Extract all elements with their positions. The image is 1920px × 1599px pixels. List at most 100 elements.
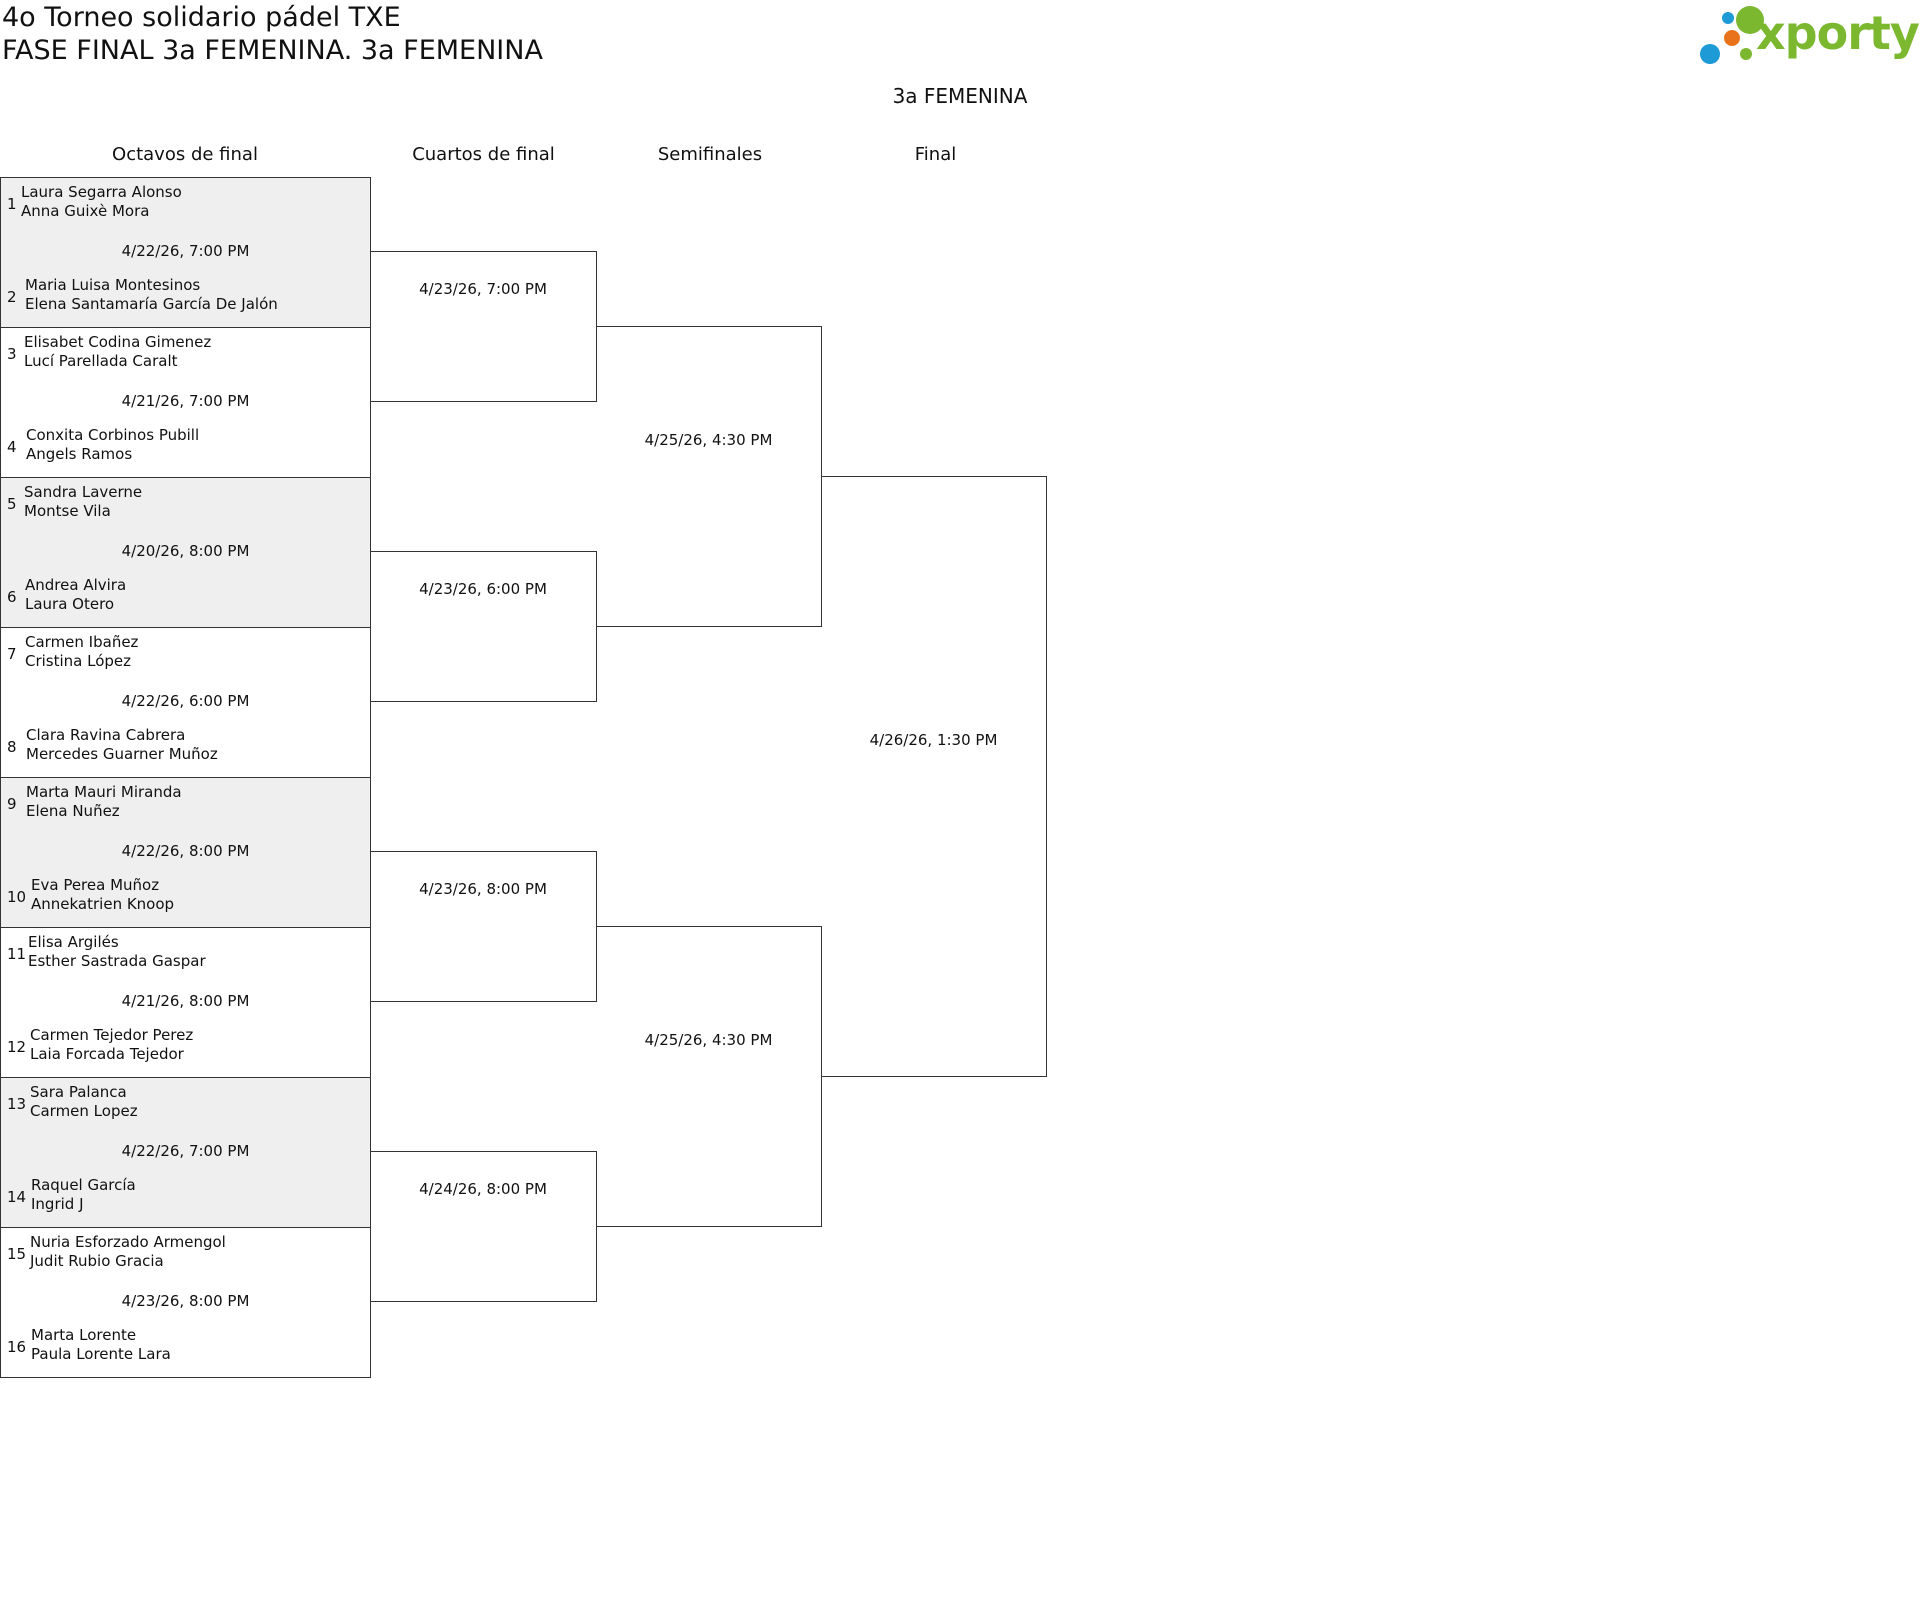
round-header-cuartos: Cuartos de final bbox=[412, 144, 555, 165]
team-11[interactable]: 11 Elisa Argilés Esther Sastrada Gaspar bbox=[1, 933, 370, 979]
final-match[interactable]: 4/26/26, 1:30 PM bbox=[821, 476, 1047, 1077]
player-name: Sara Palanca bbox=[30, 1083, 127, 1101]
qf-match-1[interactable]: 4/23/26, 7:00 PM bbox=[370, 251, 597, 402]
player-name: Laura Segarra Alonso bbox=[21, 183, 182, 201]
team-9[interactable]: 9 Marta Mauri Miranda Elena Nuñez bbox=[1, 783, 370, 829]
player-name: Andrea Alvira bbox=[25, 576, 127, 594]
team-14[interactable]: 14 Raquel García Ingrid J bbox=[1, 1176, 370, 1222]
logo-dot-blue-top-icon bbox=[1722, 12, 1734, 24]
team-13[interactable]: 13 Sara Palanca Carmen Lopez bbox=[1, 1083, 370, 1129]
page-title: 4o Torneo solidario pádel TXE bbox=[2, 2, 401, 33]
team-players: Eva Perea Muñoz Annekatrien Knoop bbox=[31, 876, 174, 914]
logo-dot-green-small-icon bbox=[1740, 48, 1752, 60]
team-16[interactable]: 16 Marta Lorente Paula Lorente Lara bbox=[1, 1326, 370, 1372]
team-seed: 9 bbox=[7, 795, 17, 813]
bracket-title: 3a FEMENINA bbox=[892, 84, 1028, 108]
team-seed: 10 bbox=[7, 888, 27, 906]
r16-match-4[interactable]: 7 Carmen Ibañez Cristina López 4/22/26, … bbox=[0, 627, 371, 778]
player-name: Carmen Ibañez bbox=[25, 633, 139, 651]
r16-match-2[interactable]: 3 Elisabet Codina Gimenez Lucí Parellada… bbox=[0, 327, 371, 478]
r16-match-6[interactable]: 11 Elisa Argilés Esther Sastrada Gaspar … bbox=[0, 927, 371, 1078]
player-name: Clara Ravina Cabrera bbox=[26, 726, 186, 744]
r16-match-3[interactable]: 5 Sandra Laverne Montse Vila 4/20/26, 8:… bbox=[0, 477, 371, 628]
player-name: Eva Perea Muñoz bbox=[31, 876, 160, 894]
xporty-logo[interactable]: xporty bbox=[1696, 4, 1920, 68]
team-15[interactable]: 15 Nuria Esforzado Armengol Judit Rubio … bbox=[1, 1233, 370, 1279]
team-seed: 3 bbox=[7, 345, 17, 363]
round-header-semifinales: Semifinales bbox=[657, 144, 763, 165]
r16-match-7[interactable]: 13 Sara Palanca Carmen Lopez 4/22/26, 7:… bbox=[0, 1077, 371, 1228]
sf-match-2[interactable]: 4/25/26, 4:30 PM bbox=[596, 926, 822, 1227]
r16-match-5[interactable]: 9 Marta Mauri Miranda Elena Nuñez 4/22/2… bbox=[0, 777, 371, 928]
team-seed: 5 bbox=[7, 495, 17, 513]
match-time: 4/24/26, 8:00 PM bbox=[419, 1180, 547, 1198]
player-name: Laia Forcada Tejedor bbox=[30, 1045, 184, 1063]
team-players: Marta Lorente Paula Lorente Lara bbox=[31, 1326, 171, 1364]
match-time: 4/25/26, 4:30 PM bbox=[644, 431, 773, 449]
player-name: Elisa Argilés bbox=[28, 933, 119, 951]
player-name: Lucí Parellada Caralt bbox=[24, 352, 178, 370]
team-1[interactable]: 1 Laura Segarra Alonso Anna Guixè Mora bbox=[1, 183, 370, 229]
team-10[interactable]: 10 Eva Perea Muñoz Annekatrien Knoop bbox=[1, 876, 370, 922]
team-players: Clara Ravina Cabrera Mercedes Guarner Mu… bbox=[26, 726, 218, 764]
player-name: Angels Ramos bbox=[26, 445, 133, 463]
player-name: Elena Nuñez bbox=[26, 802, 120, 820]
qf-match-4[interactable]: 4/24/26, 8:00 PM bbox=[370, 1151, 597, 1302]
team-seed: 11 bbox=[7, 945, 27, 963]
team-4[interactable]: 4 Conxita Corbinos Pubill Angels Ramos bbox=[1, 426, 370, 472]
match-time: 4/22/26, 6:00 PM bbox=[121, 692, 250, 710]
team-seed: 2 bbox=[7, 288, 17, 306]
team-players: Elisabet Codina Gimenez Lucí Parellada C… bbox=[24, 333, 211, 371]
round-header-octavos: Octavos de final bbox=[112, 144, 258, 165]
page-subtitle: FASE FINAL 3a FEMENINA. 3a FEMENINA bbox=[2, 35, 543, 66]
team-12[interactable]: 12 Carmen Tejedor Perez Laia Forcada Tej… bbox=[1, 1026, 370, 1072]
player-name: Sandra Laverne bbox=[24, 483, 143, 501]
team-players: Sara Palanca Carmen Lopez bbox=[30, 1083, 138, 1121]
team-players: Sandra Laverne Montse Vila bbox=[24, 483, 142, 521]
match-time: 4/23/26, 7:00 PM bbox=[419, 280, 547, 298]
team-seed: 13 bbox=[7, 1095, 27, 1113]
match-time: 4/23/26, 8:00 PM bbox=[419, 880, 547, 898]
team-players: Carmen Tejedor Perez Laia Forcada Tejedo… bbox=[30, 1026, 193, 1064]
match-time: 4/23/26, 8:00 PM bbox=[121, 1292, 250, 1310]
team-7[interactable]: 7 Carmen Ibañez Cristina López bbox=[1, 633, 370, 679]
sf-match-1[interactable]: 4/25/26, 4:30 PM bbox=[596, 326, 822, 627]
team-players: Maria Luisa Montesinos Elena Santamaría … bbox=[25, 276, 278, 314]
player-name: Laura Otero bbox=[25, 595, 115, 613]
team-seed: 12 bbox=[7, 1038, 27, 1056]
match-time: 4/21/26, 7:00 PM bbox=[121, 392, 250, 410]
player-name: Elisabet Codina Gimenez bbox=[24, 333, 212, 351]
match-time: 4/22/26, 8:00 PM bbox=[121, 842, 250, 860]
r16-match-8[interactable]: 15 Nuria Esforzado Armengol Judit Rubio … bbox=[0, 1227, 371, 1378]
player-name: Paula Lorente Lara bbox=[31, 1345, 171, 1363]
team-seed: 16 bbox=[7, 1338, 27, 1356]
match-time: 4/22/26, 7:00 PM bbox=[121, 1142, 250, 1160]
player-name: Nuria Esforzado Armengol bbox=[30, 1233, 226, 1251]
player-name: Elena Santamaría García De Jalón bbox=[25, 295, 278, 313]
round-header-final: Final bbox=[914, 144, 957, 165]
team-5[interactable]: 5 Sandra Laverne Montse Vila bbox=[1, 483, 370, 529]
player-name: Annekatrien Knoop bbox=[31, 895, 175, 913]
team-2[interactable]: 2 Maria Luisa Montesinos Elena Santamarí… bbox=[1, 276, 370, 322]
match-time: 4/20/26, 8:00 PM bbox=[121, 542, 250, 560]
team-6[interactable]: 6 Andrea Alvira Laura Otero bbox=[1, 576, 370, 622]
team-players: Andrea Alvira Laura Otero bbox=[25, 576, 126, 614]
player-name: Cristina López bbox=[25, 652, 132, 670]
match-time: 4/25/26, 4:30 PM bbox=[644, 1031, 773, 1049]
player-name: Conxita Corbinos Pubill bbox=[26, 426, 200, 444]
player-name: Maria Luisa Montesinos bbox=[25, 276, 201, 294]
logo-dot-green-large-icon bbox=[1736, 6, 1764, 34]
match-time: 4/26/26, 1:30 PM bbox=[869, 731, 998, 749]
team-players: Elisa Argilés Esther Sastrada Gaspar bbox=[28, 933, 206, 971]
player-name: Marta Mauri Miranda bbox=[26, 783, 182, 801]
team-8[interactable]: 8 Clara Ravina Cabrera Mercedes Guarner … bbox=[1, 726, 370, 772]
team-seed: 1 bbox=[7, 195, 17, 213]
team-seed: 15 bbox=[7, 1245, 27, 1263]
team-3[interactable]: 3 Elisabet Codina Gimenez Lucí Parellada… bbox=[1, 333, 370, 379]
player-name: Carmen Tejedor Perez bbox=[30, 1026, 194, 1044]
player-name: Ingrid J bbox=[31, 1195, 84, 1213]
qf-match-3[interactable]: 4/23/26, 8:00 PM bbox=[370, 851, 597, 1002]
qf-match-2[interactable]: 4/23/26, 6:00 PM bbox=[370, 551, 597, 702]
r16-match-1[interactable]: 1 Laura Segarra Alonso Anna Guixè Mora 4… bbox=[0, 177, 371, 328]
player-name: Montse Vila bbox=[24, 502, 111, 520]
